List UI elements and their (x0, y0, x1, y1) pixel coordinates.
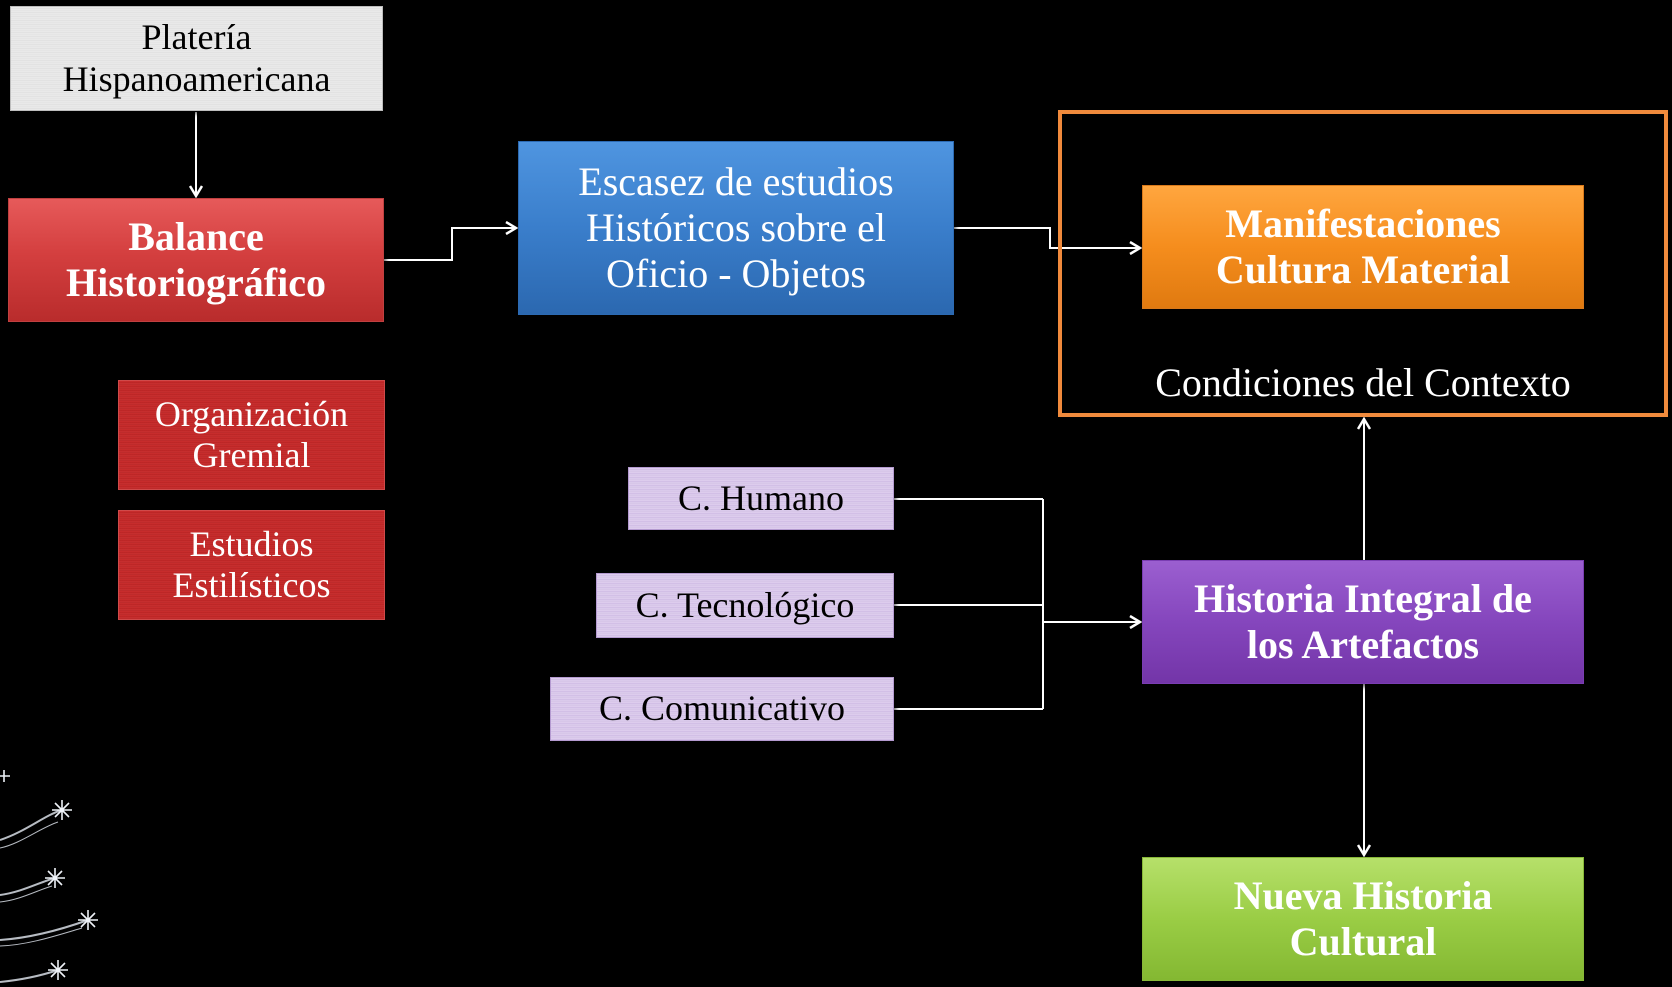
node-balance-historiografico: Balance Historiográfico (8, 198, 384, 322)
node-organizacion-gremial: Organización Gremial (118, 380, 385, 490)
node-plateria-hispanoamericana: Platería Hispanoamericana (10, 6, 383, 111)
node-plateria-label: Platería Hispanoamericana (62, 17, 331, 99)
node-comunicativo-label: C. Comunicativo (599, 688, 845, 729)
node-balance-label: Balance Historiográfico (66, 214, 326, 305)
node-organizacion-label: Organización Gremial (154, 393, 349, 475)
node-estudios-estilisticos: Estudios Estilísticos (118, 510, 385, 620)
node-historia-label: Historia Integral de los Artefactos (1194, 576, 1532, 667)
node-historia-integral-artefactos: Historia Integral de los Artefactos (1142, 560, 1584, 684)
arrow-escasez-manifestaciones (954, 227, 1140, 248)
node-manifestaciones-label: Manifestaciones Cultura Material (1215, 201, 1511, 292)
node-estudios-label: Estudios Estilísticos (172, 523, 331, 605)
decorative-shooting-stars (0, 770, 98, 983)
node-humano-label: C. Humano (678, 477, 844, 518)
context-label: Condiciones del Contexto (1155, 360, 1571, 405)
node-nueva-historia-cultural: Nueva Historia Cultural (1142, 857, 1584, 981)
node-tecnologico-label: C. Tecnológico (635, 584, 855, 625)
node-c-comunicativo: C. Comunicativo (550, 677, 894, 741)
context-frame (1058, 110, 1668, 417)
node-escasez-label: Escasez de estudios Históricos sobre el … (578, 159, 894, 296)
node-manifestaciones-cultura-material: Manifestaciones Cultura Material (1142, 185, 1584, 309)
node-c-tecnologico: C. Tecnológico (596, 573, 894, 638)
arrow-balance-escasez (384, 228, 516, 261)
node-escasez-estudios: Escasez de estudios Históricos sobre el … (518, 141, 954, 315)
node-c-humano: C. Humano (628, 467, 894, 530)
node-nueva-label: Nueva Historia Cultural (1233, 873, 1493, 964)
